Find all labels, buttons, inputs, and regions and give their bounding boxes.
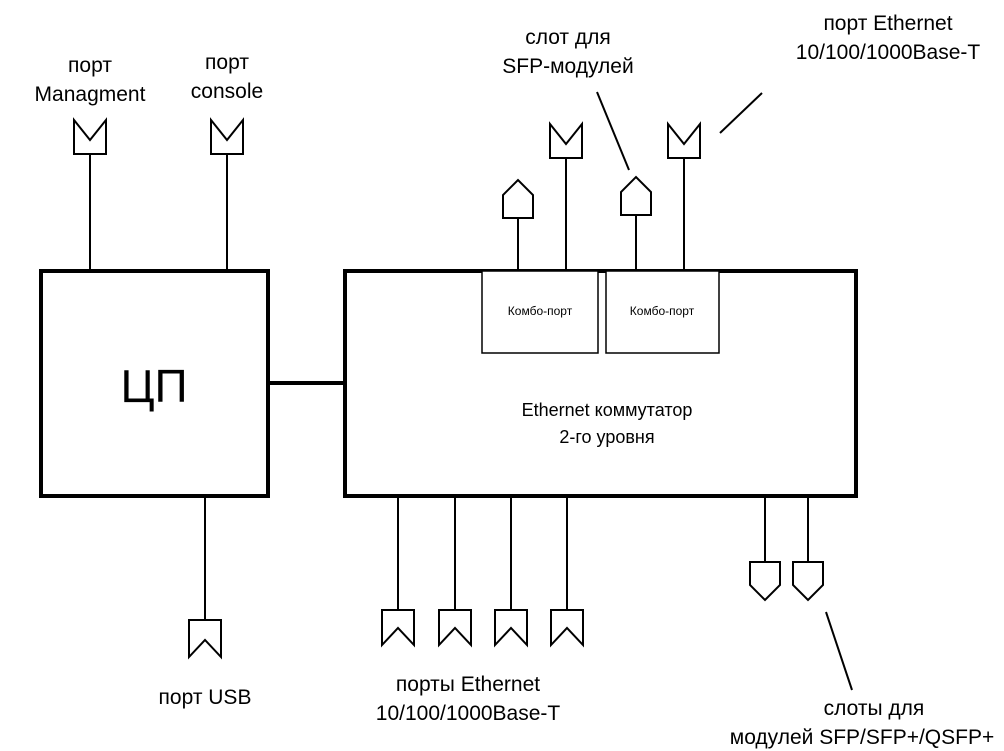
combo-port-2-label: Комбо-порт — [630, 304, 695, 318]
combo-port-2: Комбо-порт — [605, 270, 720, 354]
cpu-block: ЦП — [39, 269, 270, 498]
rj45-port-icon — [381, 609, 415, 648]
sfp-plus-label-line1: слоты для — [824, 697, 925, 720]
usb-port-icon — [188, 619, 222, 660]
rj45-port-icon — [550, 609, 584, 648]
rj45-port-icon — [73, 117, 107, 155]
console-label-line1: порт — [205, 51, 249, 74]
combo-port-1: Комбо-порт — [481, 270, 599, 354]
sfp-slot-label-line1: слот для — [525, 26, 611, 49]
usb-label: порт USB — [159, 686, 252, 709]
sfp-slot-icon — [620, 175, 652, 216]
rj45-port-icon — [549, 121, 583, 159]
rj45-port-icon — [438, 609, 472, 648]
eth-top-leader — [719, 92, 763, 134]
eth-top-label-line2: 10/100/1000Base-T — [796, 41, 981, 64]
rj45-port-icon — [667, 121, 701, 159]
console-label-line2: console — [191, 80, 263, 103]
sfp-slot-leader — [596, 91, 630, 171]
sfp-slot-icon — [749, 561, 781, 602]
rj45-port-icon — [210, 117, 244, 155]
mgmt-label-line1: порт — [68, 54, 112, 77]
eth-top-label-line1: порт Ethernet — [823, 12, 952, 35]
switch-label-line2: 2-го уровня — [559, 427, 654, 447]
sfp-slot-label-line2: SFP-модулей — [502, 55, 633, 78]
sfp-slot-icon — [502, 178, 534, 219]
rj45-port-icon — [494, 609, 528, 648]
combo-port-1-label: Комбо-порт — [508, 304, 573, 318]
sfp-plus-leader — [825, 611, 853, 691]
cpu-label: ЦП — [120, 360, 187, 412]
switch-block: Ethernet коммутатор 2-го уровня — [343, 269, 858, 498]
mgmt-label-line2: Managment — [35, 83, 146, 106]
sfp-plus-label-line2: модулей SFP/SFP+/QSFP+ — [730, 726, 995, 749]
eth-bottom-label-line1: порты Ethernet — [396, 673, 540, 696]
sfp-slot-icon — [792, 561, 824, 602]
switch-label-line1: Ethernet коммутатор — [522, 400, 693, 420]
eth-bottom-label-line2: 10/100/1000Base-T — [376, 702, 561, 725]
